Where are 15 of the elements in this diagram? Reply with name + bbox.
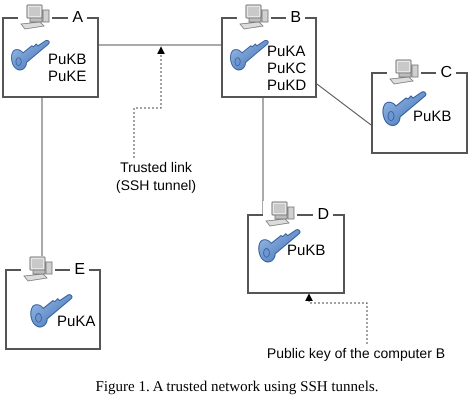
link-line <box>98 44 222 46</box>
public-key-label: PuKB <box>413 108 452 125</box>
public-key-label: PuKA <box>267 43 306 60</box>
public-key-label: PuKB <box>48 51 86 68</box>
public-key-label: PuKA <box>57 313 96 330</box>
link-line <box>316 84 372 126</box>
annotation-text: Public key of the computer B <box>240 344 472 362</box>
public-key-label: PuKC <box>267 60 306 77</box>
leader-line <box>134 46 165 158</box>
leader-line <box>305 293 368 344</box>
public-key-label: PuKB <box>287 242 326 259</box>
public-key-label: PuKD <box>267 77 306 94</box>
public-key-label: PuKE <box>48 68 86 85</box>
annotation-text: Trusted link (SSH tunnel) <box>108 158 204 194</box>
figure-caption: Figure 1. A trusted network using SSH tunnels. <box>94 378 380 397</box>
